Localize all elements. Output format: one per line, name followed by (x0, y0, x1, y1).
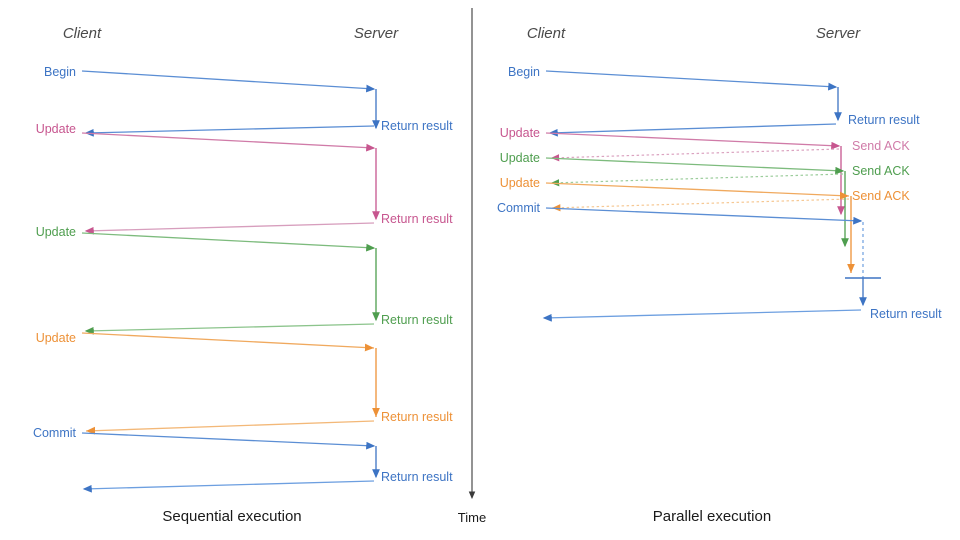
arrow-update-1-request (81, 132, 376, 152)
label-update-parallel-3: Update (500, 176, 540, 190)
message-update-parallel-2: Update Send ACK (500, 151, 910, 248)
time-axis: Time (458, 8, 486, 525)
message-commit-parallel: Commit (497, 201, 881, 307)
label-update-3: Update (36, 331, 76, 345)
arrow-return-result-parallel-2 (542, 309, 862, 322)
message-begin: Begin (44, 65, 380, 130)
arrow-return-result-4 (85, 420, 375, 435)
label-send-ack-2: Send ACK (852, 164, 910, 178)
label-update-1: Update (36, 122, 76, 136)
arrow-commit-request (81, 432, 376, 450)
lane-label-server: Server (354, 25, 399, 42)
message-update-3: Update (36, 331, 380, 417)
lane-label-client-parallel: Client (527, 25, 566, 42)
message-return-result-parallel-1: Return result (548, 113, 920, 137)
message-return-result-3: Return result (84, 313, 453, 335)
label-return-result-1: Return result (381, 119, 453, 133)
message-return-result-4: Return result (85, 410, 453, 435)
message-return-result-1: Return result (84, 119, 453, 137)
label-return-result-parallel-2: Return result (870, 307, 942, 321)
message-update-parallel-3: Update Send ACK (500, 176, 910, 273)
arrow-commit-parallel-request (545, 207, 863, 225)
arrow-update-parallel-3-request (545, 182, 850, 200)
arrow-return-result-1 (84, 125, 375, 137)
lane-label-client: Client (63, 25, 102, 42)
label-return-result-parallel-1: Return result (848, 113, 920, 127)
label-return-result-2: Return result (381, 212, 453, 226)
label-commit-parallel: Commit (497, 201, 541, 215)
caption-parallel: Parallel execution (653, 508, 771, 525)
message-return-result-5: Return result (82, 470, 453, 493)
lane-label-server-parallel: Server (816, 25, 861, 42)
label-return-result-3: Return result (381, 313, 453, 327)
arrow-send-ack-1 (550, 148, 840, 162)
message-return-result-2: Return result (84, 212, 453, 235)
label-send-ack-3: Send ACK (852, 189, 910, 203)
time-axis-label: Time (458, 510, 486, 525)
arrow-update-2-request (81, 232, 376, 252)
label-return-result-4: Return result (381, 410, 453, 424)
label-update-parallel-2: Update (500, 151, 540, 165)
label-commit: Commit (33, 426, 77, 440)
message-update-2: Update (36, 225, 380, 322)
arrow-return-result-5 (82, 480, 375, 493)
label-update-2: Update (36, 225, 76, 239)
label-send-ack-1: Send ACK (852, 139, 910, 153)
arrow-update-parallel-1-request (545, 132, 841, 150)
panel-sequential: Client Server Begin Return result Update… (33, 25, 453, 525)
arrow-begin-request (81, 70, 376, 93)
label-return-result-5: Return result (381, 470, 453, 484)
message-update-parallel-1: Update Send ACK (500, 126, 910, 216)
arrow-return-result-parallel-1 (548, 123, 837, 137)
message-update-1: Update (36, 122, 380, 221)
message-return-result-parallel-2: Return result (542, 307, 942, 322)
arrow-update-3-request (81, 332, 375, 352)
arrow-send-ack-2 (550, 173, 844, 187)
message-begin-parallel: Begin (508, 65, 842, 122)
arrow-begin-parallel-request (545, 70, 838, 91)
arrow-send-ack-3 (551, 198, 850, 212)
arrow-return-result-3 (84, 323, 375, 335)
label-update-parallel-1: Update (500, 126, 540, 140)
label-begin: Begin (44, 65, 76, 79)
label-begin-parallel: Begin (508, 65, 540, 79)
arrow-return-result-2 (84, 222, 375, 235)
message-commit: Commit (33, 426, 380, 479)
panel-parallel: Client Server Begin Return result Update… (497, 25, 942, 525)
caption-sequential: Sequential execution (162, 508, 301, 525)
arrow-update-parallel-2-request (545, 157, 845, 175)
